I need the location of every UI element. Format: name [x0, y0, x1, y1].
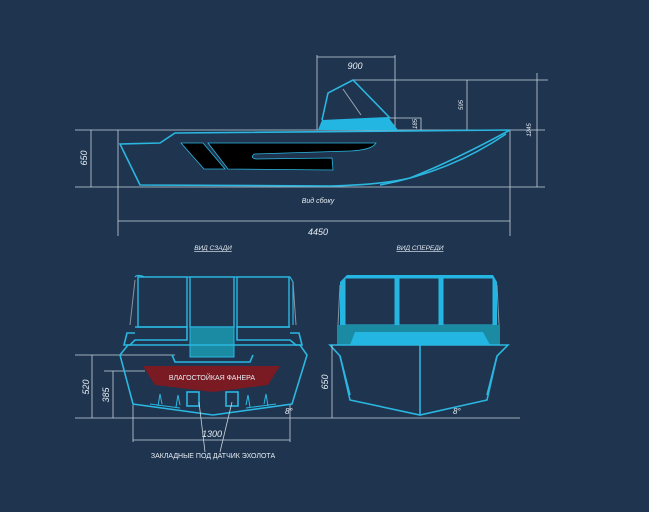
dim-185-label: 185	[413, 118, 419, 129]
rear-door	[189, 276, 235, 328]
dim-385-label: 385	[101, 387, 111, 403]
side-stripe	[180, 142, 226, 170]
transom-fittings	[149, 393, 277, 409]
side-stripe	[207, 142, 377, 171]
rear-window	[137, 276, 188, 328]
note-leader	[219, 401, 233, 453]
note-leader	[198, 401, 206, 453]
front-deadrise-label: 8°	[453, 407, 461, 416]
rear-passage	[189, 326, 235, 358]
console	[318, 117, 398, 130]
front-window	[344, 277, 396, 326]
transducer-mount	[186, 391, 200, 407]
front-window	[398, 277, 440, 326]
rear-window	[236, 276, 290, 328]
front-window	[442, 277, 494, 326]
dim-520-label: 520	[81, 379, 91, 394]
dim-650-label: 650	[79, 150, 89, 165]
plywood-label: ВЛАГОСТОЙКАЯ ФАНЕРА	[169, 373, 255, 382]
transducer-note: ЗАКЛАДНЫЕ ПОД ДАТЧИК ЭХОЛОТА	[151, 453, 276, 460]
dim-1300-label: 1300	[202, 429, 222, 439]
rear-hull	[119, 344, 308, 416]
dim-595-label: 595	[459, 99, 465, 110]
dim-1245-label: 1245	[527, 123, 533, 137]
plywood-panel	[143, 366, 280, 392]
dim-650-front-label: 650	[320, 374, 330, 389]
front-view: ВИД СПЕРЕДИ 650 8°	[320, 245, 510, 418]
side-view-caption: Вид сбоку	[302, 197, 335, 205]
dim-900-label: 900	[347, 61, 362, 71]
side-view: 900 595 185 1245 650 Вид сбоку 4450	[75, 55, 548, 237]
side-chine	[379, 133, 507, 186]
transducer-mount	[225, 391, 239, 407]
rear-deadrise-label: 8°	[285, 407, 293, 416]
rear-view-title: ВИД СЗАДИ	[194, 245, 232, 252]
front-view-title: ВИД СПЕРЕДИ	[396, 245, 443, 252]
windshield	[321, 79, 391, 121]
front-hull	[328, 344, 510, 416]
windshield-strut	[342, 88, 362, 116]
rear-view: ВИД СЗАДИ ВЛАГОСТОЙКАЯ ФАНЕРА 520 385	[75, 245, 520, 460]
dim-185-line	[385, 117, 422, 130]
dim-4450-label: 4450	[308, 227, 328, 237]
